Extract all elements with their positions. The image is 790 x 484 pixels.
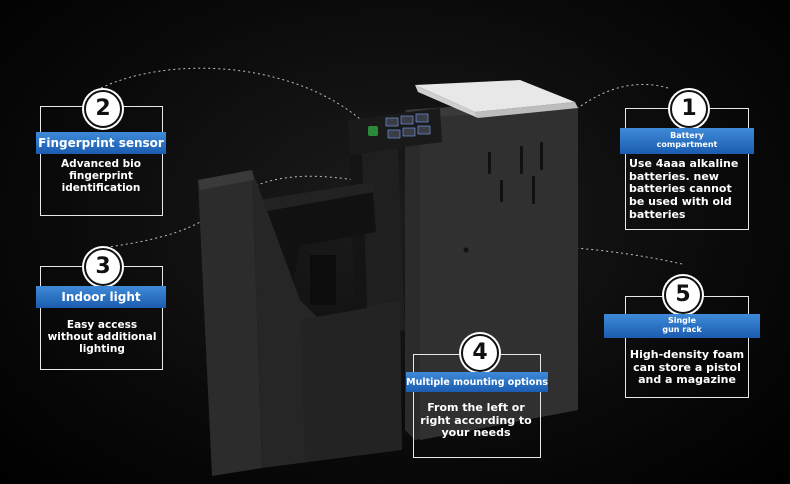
- callout-desc-fingerprint: Advanced bio fingerprint identification: [61, 158, 141, 195]
- callout-number-5: 5: [664, 276, 702, 314]
- callout-number-4: 4: [461, 334, 499, 372]
- callout-desc-indoor-light: Easy access without additional lighting: [47, 319, 157, 356]
- callout-title-indoor-light: Indoor light: [36, 286, 166, 308]
- callout-title-fingerprint: Fingerprint sensor: [36, 132, 166, 154]
- callout-title-battery: Battery compartment: [620, 128, 754, 154]
- callout-desc-battery: Use 4aaa alkaline batteries. new batteri…: [629, 157, 739, 221]
- callout-number-3: 3: [84, 248, 122, 286]
- callout-number-1: 1: [670, 90, 708, 128]
- callout-number-2: 2: [84, 90, 122, 128]
- callout-title-mounting: Multiple mounting options: [406, 372, 548, 392]
- callout-title-gun-rack: Single gun rack: [604, 314, 760, 338]
- callout-desc-gun-rack: High-density foam can store a pistol and…: [629, 348, 745, 387]
- callout-desc-mounting: From the left or right according to your…: [420, 401, 532, 440]
